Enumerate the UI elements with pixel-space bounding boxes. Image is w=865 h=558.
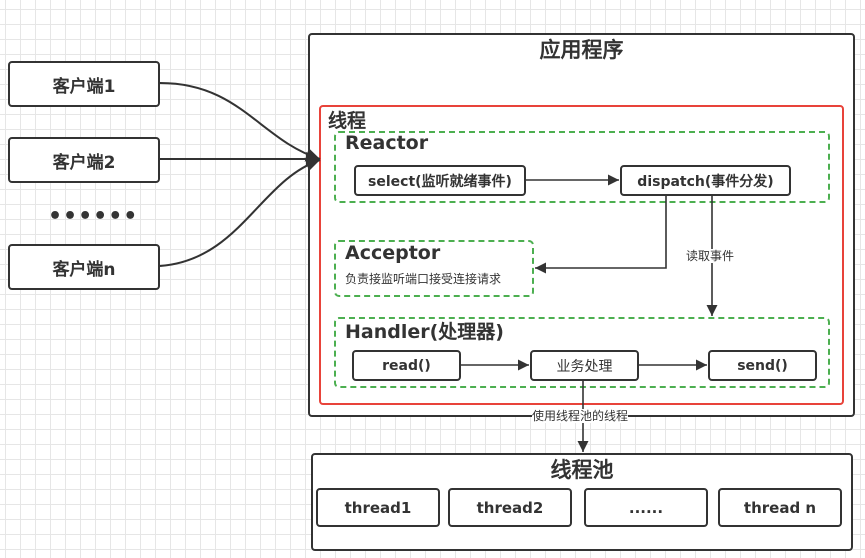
thread-1-box[interactable]: thread1 <box>316 488 440 527</box>
thread-ellipsis-label: ...... <box>628 498 664 517</box>
dispatch-label: dispatch(事件分发) <box>637 173 774 190</box>
thread-2-box[interactable]: thread2 <box>448 488 572 527</box>
read-box[interactable]: read() <box>352 350 461 381</box>
read-label: read() <box>382 357 431 374</box>
acceptor-group[interactable] <box>334 240 534 297</box>
edge-clientn-to-app <box>159 157 321 267</box>
select-label: select(监听就绪事件) <box>368 173 512 190</box>
select-box[interactable]: select(监听就绪事件) <box>354 165 526 196</box>
clients-ellipsis: •••••• <box>48 204 139 229</box>
client-1-label: 客户端1 <box>52 76 116 97</box>
edge-client1-to-app <box>159 82 321 162</box>
handler-title: Handler(处理器) <box>345 321 504 343</box>
client-n-label: 客户端n <box>52 259 116 280</box>
client-n-box[interactable]: 客户端n <box>8 244 160 290</box>
business-process-label: 业务处理 <box>556 358 613 375</box>
reactor-title: Reactor <box>345 132 429 154</box>
acceptor-description: 负责接监听端口接受连接请求 <box>345 272 502 286</box>
send-label: send() <box>737 357 788 374</box>
client-2-label: 客户端2 <box>52 152 116 173</box>
acceptor-title: Acceptor <box>345 242 441 264</box>
thread-pool-title: 线程池 <box>550 458 614 482</box>
read-event-edge-label: 读取事件 <box>686 249 735 263</box>
business-process-box[interactable]: 业务处理 <box>530 350 639 381</box>
send-box[interactable]: send() <box>708 350 817 381</box>
thread-title: 线程 <box>328 110 367 132</box>
handler-group[interactable] <box>334 317 830 388</box>
thread-ellipsis-box[interactable]: ...... <box>584 488 708 527</box>
use-pool-edge-label: 使用线程池的线程 <box>532 409 629 423</box>
client-2-box[interactable]: 客户端2 <box>8 137 160 183</box>
client-1-box[interactable]: 客户端1 <box>8 61 160 107</box>
thread-1-label: thread1 <box>344 498 412 517</box>
thread-2-label: thread2 <box>476 498 544 517</box>
thread-n-box[interactable]: thread n <box>718 488 842 527</box>
application-title: 应用程序 <box>539 38 624 62</box>
thread-n-label: thread n <box>743 498 817 517</box>
dispatch-box[interactable]: dispatch(事件分发) <box>620 165 791 196</box>
